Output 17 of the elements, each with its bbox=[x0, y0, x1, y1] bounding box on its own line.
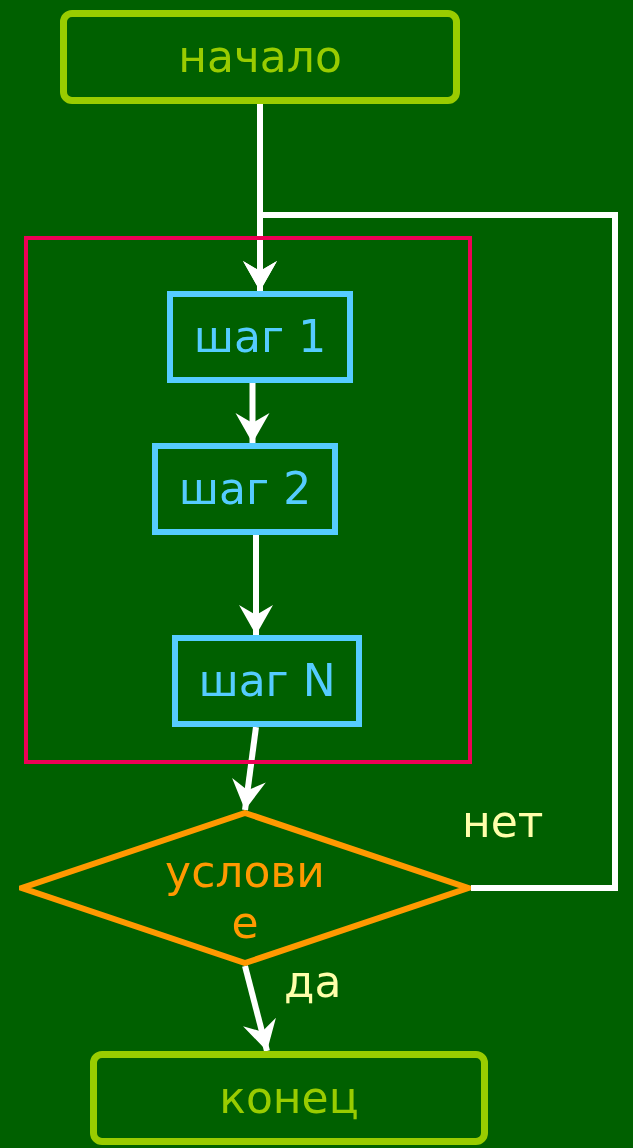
terminal-box bbox=[60, 10, 460, 104]
arrow bbox=[243, 212, 618, 891]
arrow bbox=[242, 965, 276, 1052]
process-box bbox=[167, 291, 353, 383]
arrow bbox=[232, 726, 266, 811]
node-label: начало bbox=[178, 31, 342, 83]
loop-frame bbox=[24, 236, 472, 764]
terminal-box bbox=[90, 1051, 488, 1145]
arrow bbox=[235, 383, 270, 443]
arrow bbox=[239, 535, 273, 635]
node-label: шаг 2 bbox=[178, 463, 312, 515]
process-box bbox=[152, 443, 338, 535]
node-label: шаг N bbox=[198, 655, 336, 707]
node-label: условие bbox=[165, 847, 325, 949]
node-label: шаг 1 bbox=[193, 311, 327, 363]
process-box bbox=[172, 635, 362, 727]
node-label: конец bbox=[219, 1072, 359, 1124]
